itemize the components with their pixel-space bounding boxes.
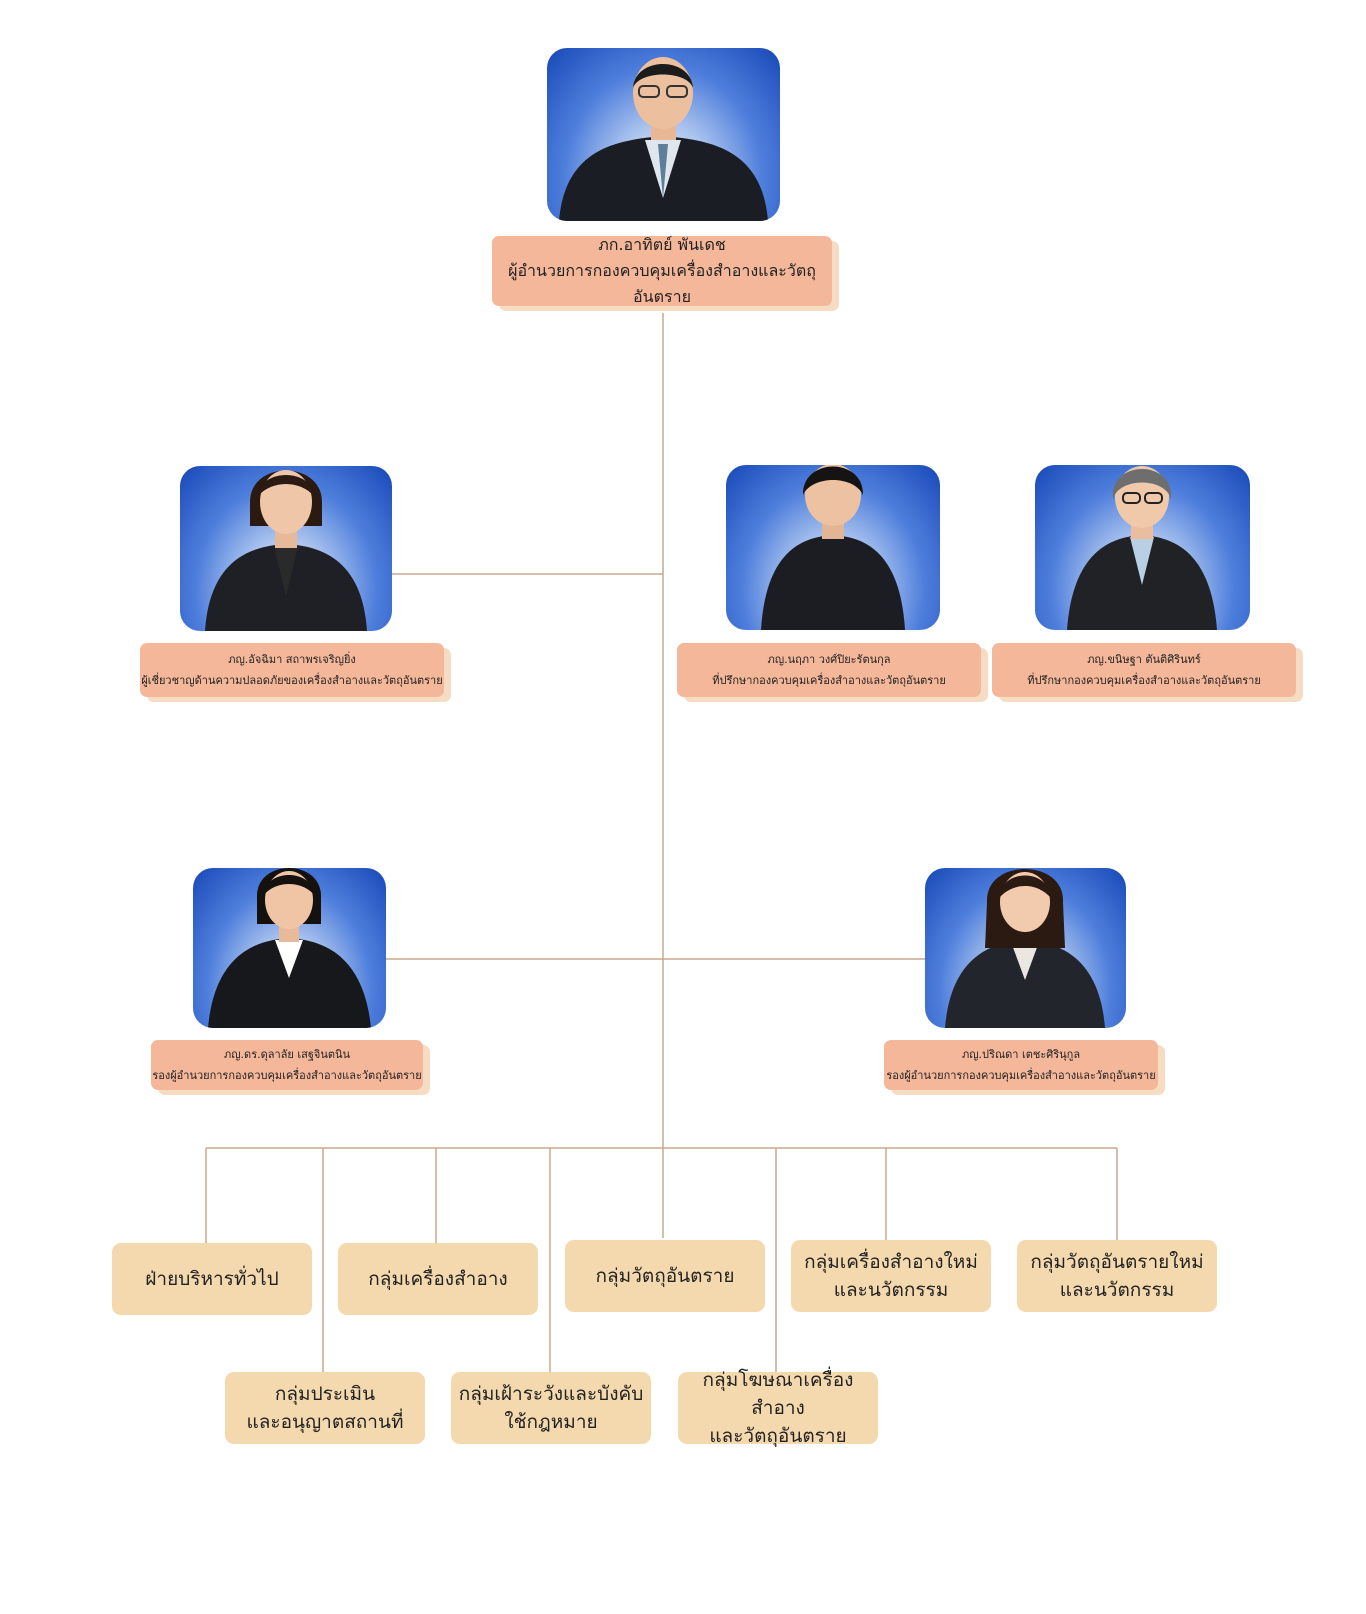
advisor-2-role: ที่ปรึกษากองควบคุมเครื่องสำอางและวัตถุอั… <box>712 674 946 687</box>
dept-box: กลุ่มเฝ้าระวังและบังคับ ใช้กฎหมาย <box>451 1372 651 1444</box>
director-name: ภก.อาทิตย์ พันเดช <box>598 235 726 254</box>
deputy-1-name: ภญ.ดร.ดุลาลัย เสฐจินตนิน <box>223 1048 351 1061</box>
director-photo <box>547 48 780 221</box>
advisor-1-nameplate: ภญ.อัจฉิมา สถาพรเจริญยิ่ง ผู้เชี่ยวชาญด้… <box>140 643 444 697</box>
deputy-2-nameplate: ภญ.ปริณดา เตชะศิรินุกูล รองผู้อำนวยการกอ… <box>884 1040 1158 1090</box>
deputy-2-role: รองผู้อำนวยการกองควบคุมเครื่องสำอางและวั… <box>886 1069 1156 1082</box>
deputy-1-role: รองผู้อำนวยการกองควบคุมเครื่องสำอางและวั… <box>152 1069 422 1082</box>
advisor-3-nameplate: ภญ.ขนิษฐา ตันติศิรินทร์ ที่ปรึกษากองควบค… <box>992 643 1296 697</box>
advisor-3-photo <box>1035 465 1250 630</box>
dept-box: กลุ่มวัตถุอันตราย <box>565 1240 765 1312</box>
advisor-1-role: ผู้เชี่ยวชาญด้านความปลอดภัยของเครื่องสำอ… <box>141 674 443 687</box>
advisor-2-name: ภญ.นฤภา วงศ์ปิยะรัตนกุล <box>767 653 891 666</box>
advisor-2-photo <box>726 465 940 630</box>
female-portrait-icon <box>945 869 1105 1028</box>
advisor-3-role: ที่ปรึกษากองควบคุมเครื่องสำอางและวัตถุอั… <box>1027 674 1261 687</box>
advisor-1-name: ภญ.อัจฉิมา สถาพรเจริญยิ่ง <box>228 653 356 666</box>
director-role: ผู้อำนวยการกองควบคุมเครื่องสำอางและวัตถุ… <box>508 261 816 306</box>
dept-box: กลุ่มโฆษณาเครื่องสำอาง และวัตถุอันตราย <box>678 1369 878 1447</box>
deputy-2-photo <box>925 868 1126 1028</box>
female-portrait-icon <box>205 470 367 631</box>
advisor-1-photo <box>180 466 392 631</box>
male-portrait-icon <box>559 57 768 221</box>
dept-box: กลุ่มประเมิน และอนุญาตสถานที่ <box>225 1372 425 1444</box>
advisor-3-name: ภญ.ขนิษฐา ตันติศิรินทร์ <box>1087 653 1201 666</box>
female-portrait-icon <box>208 868 371 1028</box>
deputy-2-name: ภญ.ปริณดา เตชะศิรินุกูล <box>961 1048 1081 1061</box>
female-portrait-icon <box>1067 466 1217 630</box>
female-portrait-icon <box>761 465 905 630</box>
deputy-1-photo <box>193 868 386 1028</box>
advisor-2-nameplate: ภญ.นฤภา วงศ์ปิยะรัตนกุล ที่ปรึกษากองควบค… <box>677 643 981 697</box>
dept-box: ฝ่ายบริหารทั่วไป <box>112 1243 312 1315</box>
deputy-1-nameplate: ภญ.ดร.ดุลาลัย เสฐจินตนิน รองผู้อำนวยการก… <box>151 1040 423 1090</box>
dept-box: กลุ่มเครื่องสำอาง <box>338 1243 538 1315</box>
dept-box: กลุ่มวัตถุอันตรายใหม่ และนวัตกรรม <box>1017 1240 1217 1312</box>
dept-box: กลุ่มเครื่องสำอางใหม่ และนวัตกรรม <box>791 1240 991 1312</box>
director-nameplate: ภก.อาทิตย์ พันเดช ผู้อำนวยการกองควบคุมเค… <box>492 235 832 306</box>
